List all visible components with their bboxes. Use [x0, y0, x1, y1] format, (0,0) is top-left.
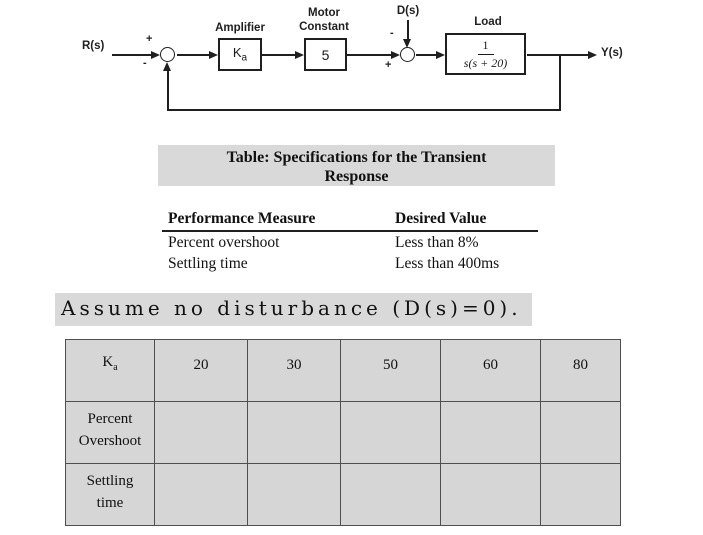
row-label-cell: Settling time	[65, 463, 155, 526]
sum2-minus-sign: -	[390, 27, 394, 39]
arrowhead	[209, 50, 218, 59]
input-signal-label: R(s)	[82, 40, 105, 52]
output-line	[527, 54, 588, 56]
disturbance-label: D(s)	[396, 5, 420, 17]
spec-value: Less than 8%	[395, 233, 479, 251]
signal-line	[112, 54, 152, 56]
gain-value-cell: 80	[540, 339, 621, 402]
spec-table-title: Table: Specifications for the Transient …	[158, 145, 555, 186]
signal-line	[177, 54, 209, 56]
signal-line	[262, 54, 295, 56]
feedback-line	[167, 109, 561, 111]
spec-measure: Percent overshoot	[168, 233, 280, 251]
output-signal-label: Y(s)	[601, 47, 623, 59]
motor-constant-block: 5	[304, 38, 347, 71]
gain-symbol-cell: Ka	[65, 339, 155, 402]
signal-line	[416, 54, 436, 56]
assumption-note: Assume no disturbance (D(s)=0).	[55, 293, 532, 326]
row-label-line: time	[96, 495, 124, 511]
block-diagram: R(s) + - Amplifier Ka Motor Constant 5 D…	[0, 0, 703, 135]
sum2-plus-sign: +	[385, 59, 392, 71]
sum1-minus-sign: -	[143, 57, 147, 69]
fraction-numerator: 1	[477, 38, 494, 55]
settling-time-row: Settling time	[65, 463, 621, 526]
row-label-line: Overshoot	[78, 433, 142, 449]
row-label-line: Settling	[86, 473, 134, 489]
motor-constant-caption: Motor Constant	[288, 6, 360, 34]
disturbance-line	[407, 20, 409, 39]
spec-title-line2: Response	[324, 168, 389, 185]
empty-data-cell	[440, 463, 541, 526]
spec-header-value: Desired Value	[395, 209, 487, 227]
fraction-denominator: s(s + 20)	[463, 55, 508, 70]
gain-value-cell: 30	[247, 339, 341, 402]
gain-value-cell: 60	[440, 339, 541, 402]
load-caption: Load	[474, 16, 502, 28]
empty-data-cell	[340, 463, 441, 526]
summing-junction-1	[160, 47, 175, 62]
arrowhead	[391, 50, 400, 59]
gain-value-cell: 20	[154, 339, 248, 402]
spec-table-row: Percent overshoot Less than 8%	[162, 232, 538, 253]
spec-title-line1: Table: Specifications for the Transient	[226, 149, 487, 166]
spec-value: Less than 400ms	[395, 254, 500, 272]
motor-caption-line2: Constant	[299, 21, 349, 33]
arrowhead	[163, 62, 171, 71]
empty-data-cell	[540, 463, 621, 526]
feedback-return-line	[167, 70, 169, 110]
arrowhead	[151, 50, 160, 59]
spec-table-row: Settling time Less than 400ms	[162, 253, 538, 274]
motor-caption-line1: Motor	[308, 7, 340, 19]
empty-data-cell	[540, 401, 621, 464]
amplifier-block: Ka	[218, 38, 262, 71]
empty-data-cell	[247, 463, 341, 526]
spec-header-measure: Performance Measure	[168, 209, 316, 227]
empty-data-cell	[440, 401, 541, 464]
arrowhead	[436, 50, 445, 59]
empty-data-cell	[247, 401, 341, 464]
gain-header-row: Ka 20 30 50 60 80	[65, 339, 621, 402]
summing-junction-2	[400, 47, 415, 62]
arrowhead	[403, 39, 411, 48]
spec-table-header-row: Performance Measure Desired Value	[162, 207, 538, 232]
empty-data-cell	[154, 401, 248, 464]
spec-measure: Settling time	[168, 254, 248, 272]
amplifier-caption: Amplifier	[215, 22, 265, 34]
empty-data-cell	[154, 463, 248, 526]
spec-table: Performance Measure Desired Value Percen…	[162, 207, 538, 274]
load-transfer-function: 1 s(s + 20)	[464, 38, 507, 70]
arrowhead	[588, 50, 597, 59]
sum1-plus-sign: +	[146, 33, 153, 45]
row-label-line: Percent	[87, 411, 133, 427]
feedback-tap-line	[559, 55, 561, 110]
arrowhead	[295, 50, 304, 59]
empty-data-cell	[340, 401, 441, 464]
signal-line	[347, 54, 391, 56]
amplifier-gain: Ka	[232, 45, 248, 64]
gain-value-cell: 50	[340, 339, 441, 402]
load-block: 1 s(s + 20)	[445, 33, 526, 75]
motor-constant-value: 5	[321, 46, 330, 63]
